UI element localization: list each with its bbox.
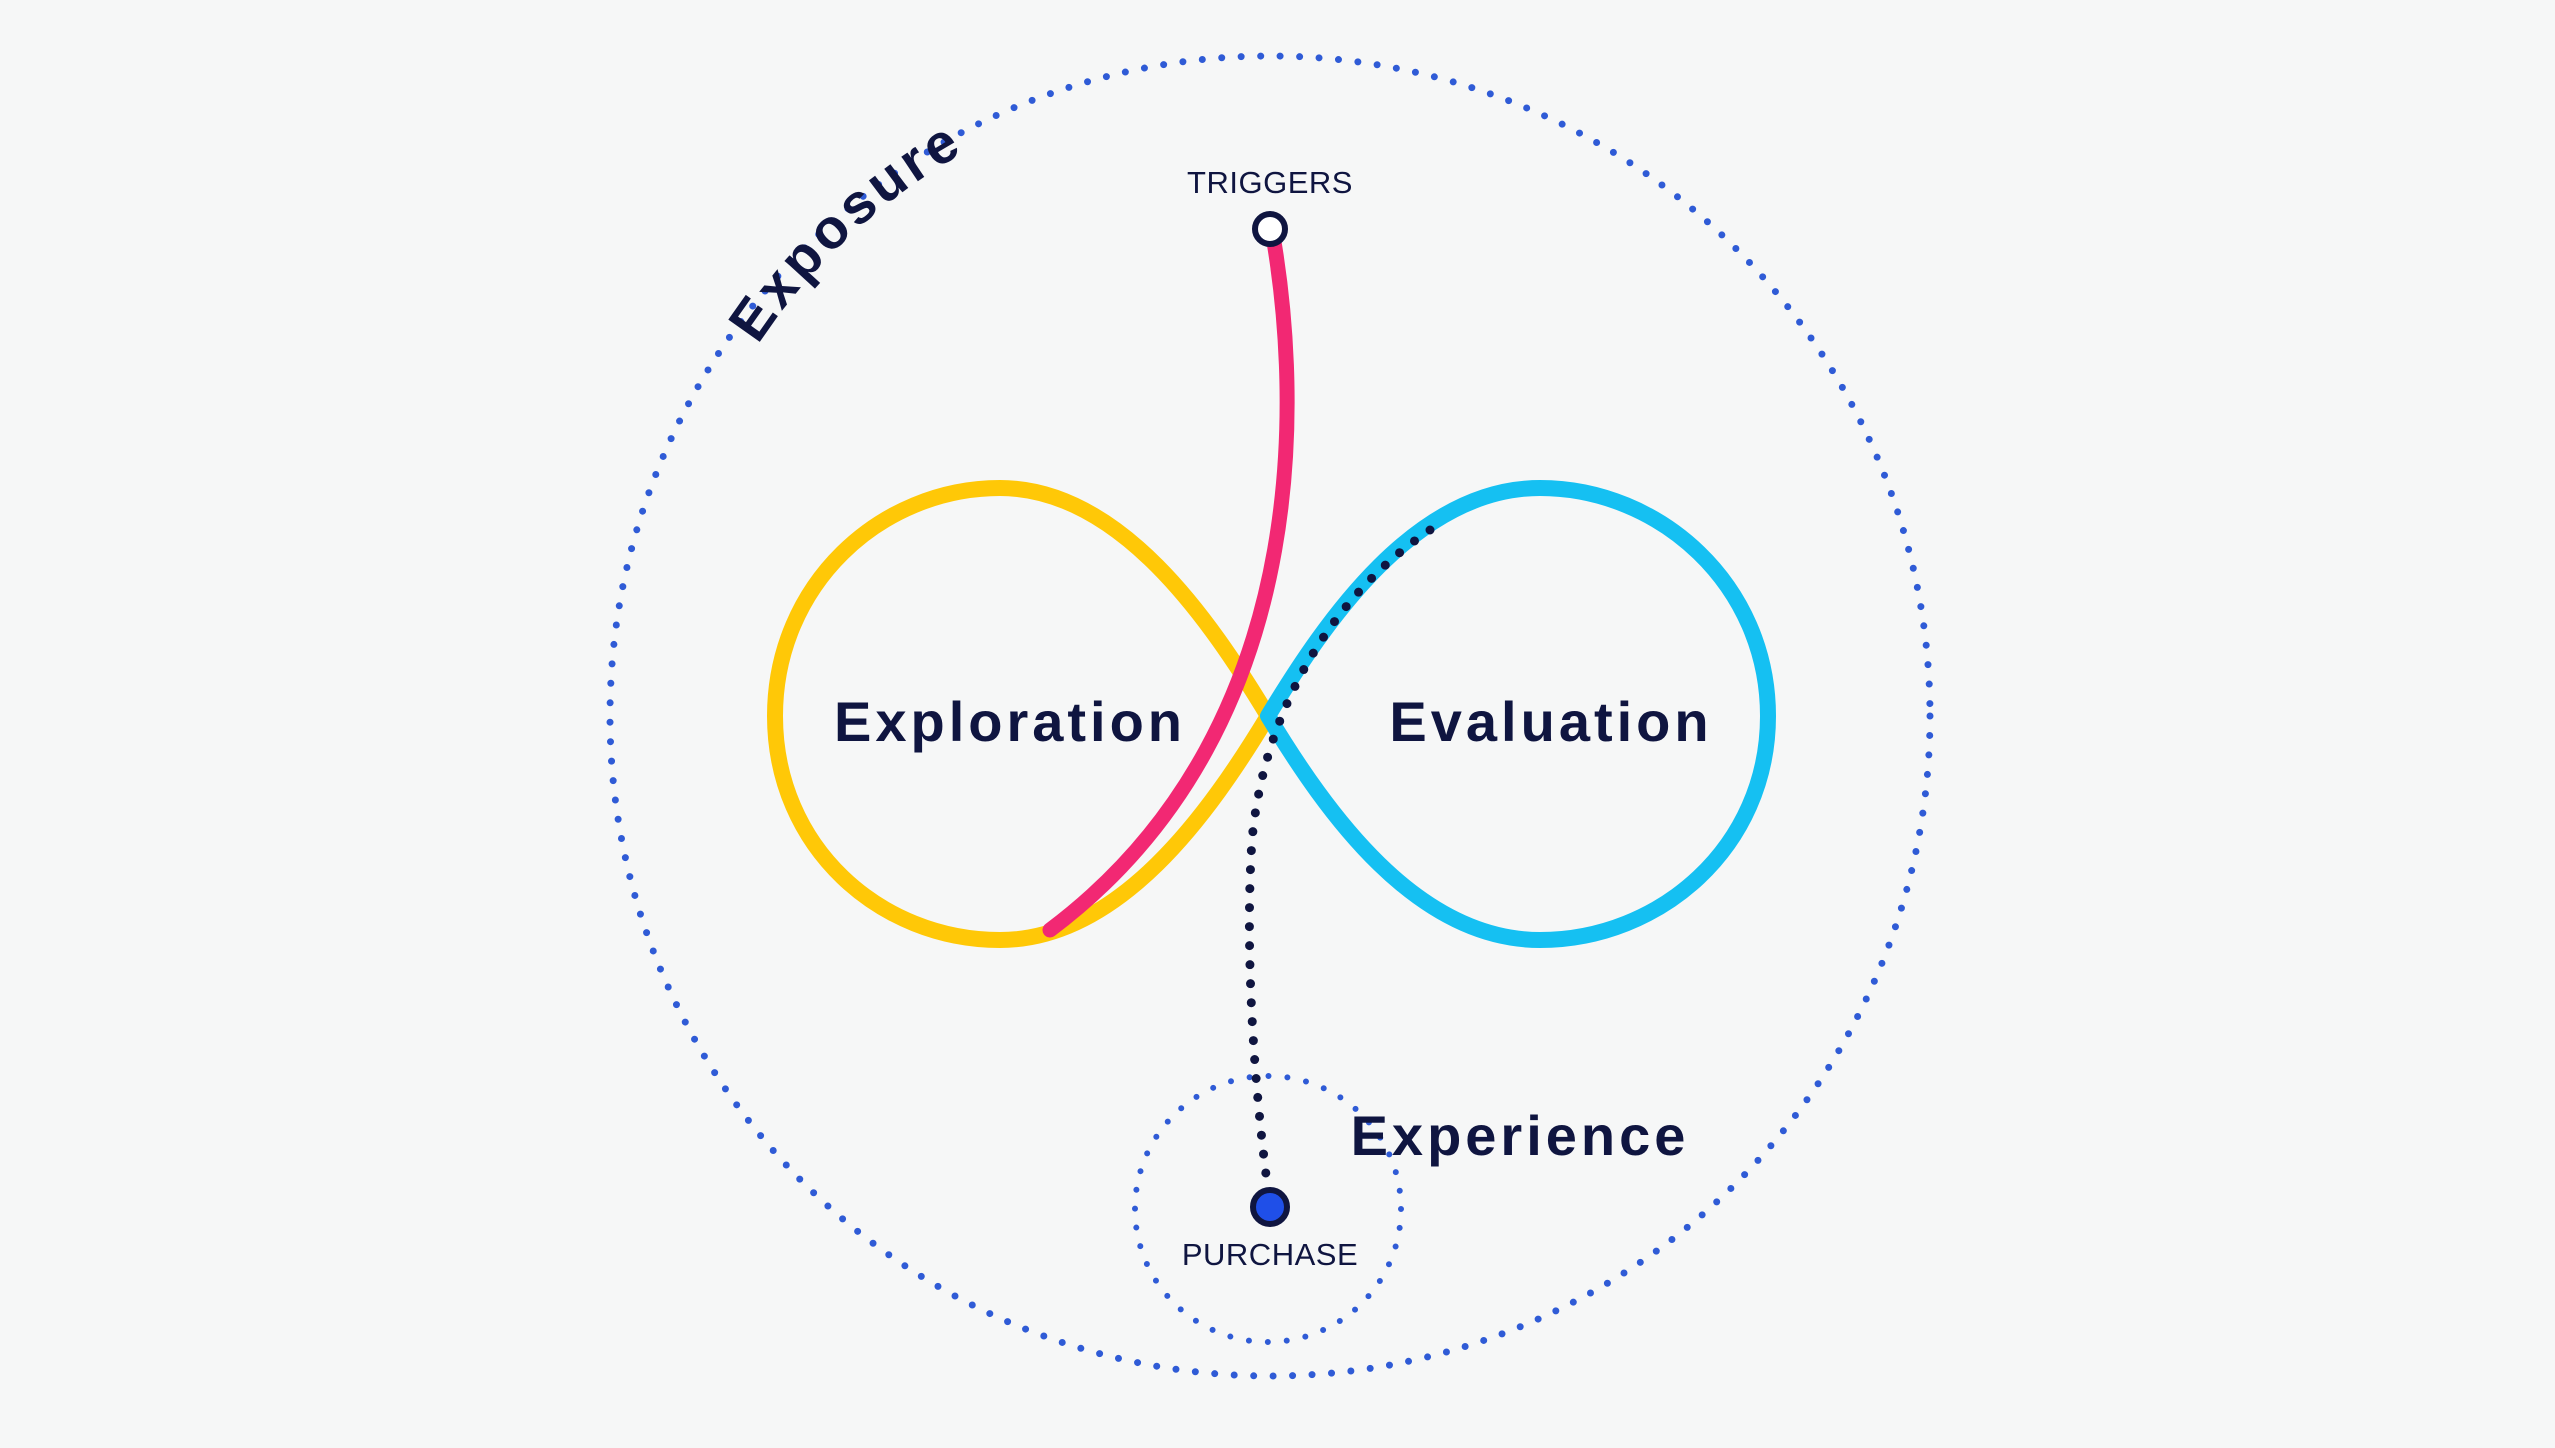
experience-circle (1132, 1073, 1404, 1345)
exploration-label: Exploration (834, 690, 1186, 753)
triggers-point (1252, 211, 1288, 247)
exposure-label: Exposure (716, 107, 972, 352)
exposure-circle (606, 52, 1934, 1380)
journey-dotted-path (1244, 525, 1435, 1195)
exploration-loop (767, 480, 1276, 948)
purchase-point (1250, 1187, 1290, 1227)
trigger-path (1042, 222, 1295, 938)
evaluation-label: Evaluation (1389, 690, 1712, 753)
exposure-label-path: Exposure (716, 107, 968, 352)
experience-label: Experience (1351, 1104, 1690, 1167)
evaluation-loop (1260, 480, 1776, 948)
triggers-label: TRIGGERS (1187, 165, 1353, 200)
purchase-label: PURCHASE (1182, 1237, 1358, 1272)
